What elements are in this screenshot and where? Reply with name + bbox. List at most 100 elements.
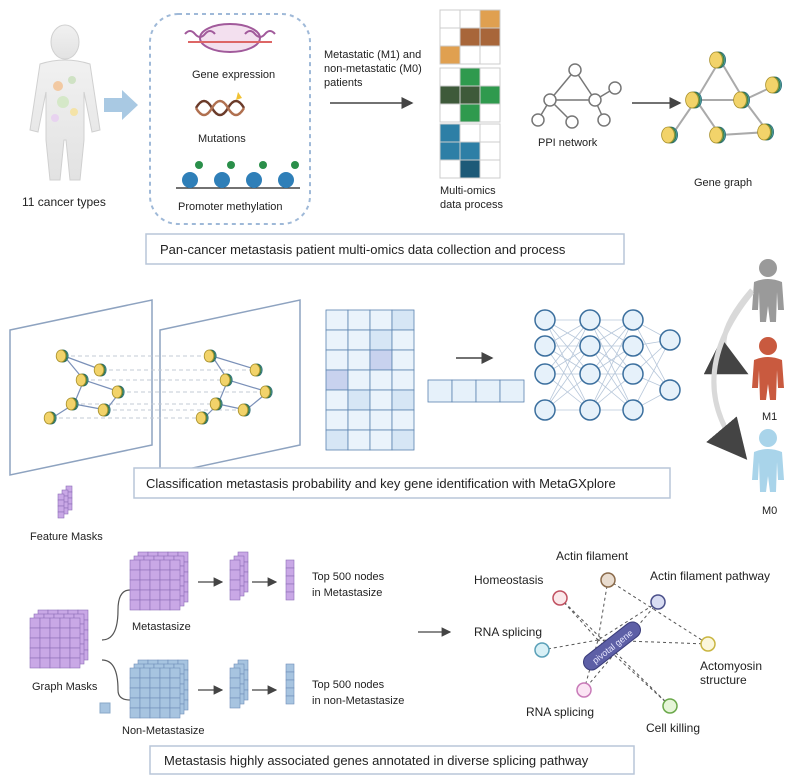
matrix-cell [391, 369, 415, 391]
feature-mask-stack-icon [57, 485, 73, 519]
non-metastasize-columns-icon [229, 659, 249, 709]
mask-cell [149, 707, 161, 719]
mask-cell [49, 647, 61, 659]
person-red-icon [752, 337, 784, 400]
gene-node-icon [195, 411, 209, 425]
mask-cell [169, 579, 181, 591]
neuron [579, 335, 601, 357]
mask-cell [69, 637, 81, 649]
matrix-cell [325, 429, 349, 451]
neuron [659, 379, 681, 401]
mask-cell [229, 559, 241, 571]
rna-splicing-label-top: RNA splicing [474, 625, 542, 639]
mask-cell [129, 687, 141, 699]
mask-cell [169, 707, 181, 719]
matrix-cell [369, 329, 393, 351]
gene-node-icon [93, 363, 107, 377]
mask-cell [149, 579, 161, 591]
gene-node-icon [765, 76, 782, 94]
section3-banner-text: Metastasis highly associated genes annot… [164, 753, 589, 768]
mask-cell [159, 569, 171, 581]
neuron [534, 335, 556, 357]
human-body-icon [29, 24, 101, 181]
neuron [534, 309, 556, 331]
mask-cell [39, 657, 51, 669]
matrix-cell [369, 349, 393, 371]
mask-cell [169, 559, 181, 571]
section3-banner [149, 745, 635, 775]
mask-cell [139, 579, 151, 591]
neuron [579, 399, 601, 421]
matrix-cell [369, 429, 393, 451]
cell-killing-label: Cell killing [646, 721, 700, 735]
actomyosin-label: Actomyosin structure [700, 659, 765, 687]
nn-edge [544, 319, 591, 411]
omics-container [149, 13, 311, 225]
mask-cell [59, 617, 71, 629]
gene-node-icon [209, 397, 223, 411]
mask-cell [59, 657, 71, 669]
mask-cell [159, 687, 171, 699]
gene-node-icon [709, 126, 726, 144]
mask-cell [139, 667, 151, 679]
mask-cell [129, 667, 141, 679]
mask-cell [149, 667, 161, 679]
mask-cell [139, 599, 151, 611]
mask-cell [29, 637, 41, 649]
mask-cell [169, 667, 181, 679]
mask-cell [159, 589, 171, 601]
mask-cell [169, 589, 181, 601]
vector-cell [499, 379, 525, 403]
matrix-cell [347, 369, 371, 391]
matrix-cell [325, 369, 349, 391]
mask-cell [29, 617, 41, 629]
mask-cell [229, 687, 241, 699]
mask-cell [159, 559, 171, 571]
section2-banner-text: Classification metastasis probability an… [146, 476, 616, 491]
nn-edge [544, 345, 591, 411]
gene-node-icon [219, 373, 233, 387]
nn-edge [544, 319, 591, 375]
vector-cell [475, 379, 501, 403]
metastasize-label: Metastasize [132, 621, 191, 633]
feature-matrix [325, 309, 415, 451]
matrix-cell [347, 389, 371, 411]
mask-cell [49, 617, 61, 629]
vector-cell [427, 379, 453, 403]
section1-banner-text: Pan-cancer metastasis patient multi-omic… [160, 242, 566, 257]
gene-node-icon [203, 349, 217, 363]
mask-cell [149, 599, 161, 611]
graph-mask-stack-icon [29, 609, 89, 669]
vector-cell [451, 379, 477, 403]
nn-edge [632, 319, 671, 391]
matrix-cell [347, 329, 371, 351]
rna-splicing-node-top [534, 642, 550, 658]
methylation-heatmap [439, 123, 501, 179]
matrix-cell [391, 329, 415, 351]
mask-cell [285, 567, 295, 577]
gene-node-icon [97, 403, 111, 417]
mask-cell [49, 627, 61, 639]
mask-cell [29, 647, 41, 659]
mask-cell [39, 617, 51, 629]
mask-cell [139, 559, 151, 571]
non-metastasize-mask-icon [129, 659, 189, 719]
gene-expression-icon [184, 23, 276, 53]
gene-node-icon [733, 91, 750, 109]
mutation-heatmap [439, 67, 501, 123]
mask-cell [129, 579, 141, 591]
non-metastasize-top-column-icon [285, 663, 295, 705]
section1-banner [145, 233, 625, 265]
feature-masks-label: Feature Masks [30, 531, 103, 543]
gene-node-icon [237, 403, 251, 417]
matrix-cell [347, 429, 371, 451]
mask-cell [39, 637, 51, 649]
neuron [579, 309, 601, 331]
neuron [622, 399, 644, 421]
neural-network-icon [534, 309, 681, 421]
neuron [622, 309, 644, 331]
multiomics-label: Multi-omics data process [440, 185, 503, 211]
methylation-label: Promoter methylation [178, 201, 283, 213]
mask-cell [149, 687, 161, 699]
matrix-cell [369, 309, 393, 331]
